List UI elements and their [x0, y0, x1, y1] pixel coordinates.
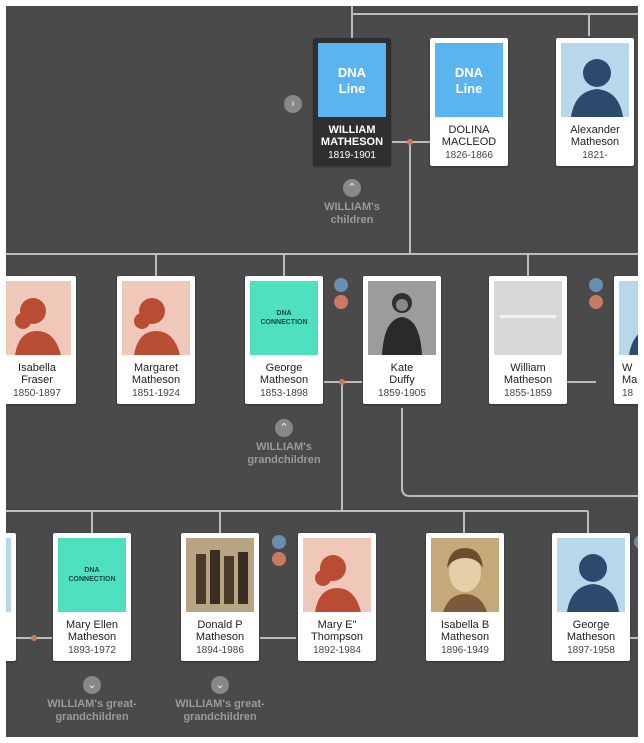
person-years: 1894-1986: [196, 645, 244, 656]
person-name: Isabella Fraser: [18, 362, 56, 386]
female-avatar-icon: [6, 281, 71, 355]
person-years: 18: [622, 388, 634, 399]
person-name: George Matheson: [259, 362, 309, 386]
person-card-isabella-fraser[interactable]: Isabella Fraser 1850-1897: [6, 276, 76, 404]
person-card-partial-left[interactable]: [6, 533, 16, 661]
person-card-margaret-matheson[interactable]: Margaret Matheson 1851-1924: [117, 276, 195, 404]
person-name: Mary E" Thompson: [311, 619, 363, 643]
tree-connector-lines: [6, 6, 638, 641]
person-card-kate-duffy[interactable]: Kate Duffy 1859-1905: [363, 276, 441, 404]
person-years: 1821-: [582, 150, 608, 161]
person-card-william-matheson-1855[interactable]: William Matheson 1855-1859: [489, 276, 567, 404]
photo-donald-p-matheson: [186, 538, 254, 612]
person-card-alexander-matheson[interactable]: Alexander Matheson 1821-: [556, 38, 634, 166]
person-name: DOLINA MACLEOD: [441, 124, 497, 148]
family-tree-canvas[interactable]: › DNA Line WILLIAM MATHESON 1819-1901 DN…: [6, 6, 638, 737]
male-avatar-icon: [619, 281, 638, 355]
person-years: 1853-1898: [260, 388, 308, 399]
great-grandchildren-toggle-label[interactable]: WILLIAM's great- grandchildren: [175, 698, 265, 723]
person-name: Donald P Matheson: [195, 619, 245, 643]
dna-connection-badge: DNA CONNECTION: [250, 281, 318, 355]
person-years: 1826-1866: [445, 150, 493, 161]
person-name: W Ma: [622, 362, 638, 386]
person-years: 1851-1924: [132, 388, 180, 399]
person-years: 1897-1958: [567, 645, 615, 656]
person-name: Kate Duffy: [389, 362, 415, 386]
female-avatar-icon: [303, 538, 371, 612]
dna-connection-badge: DNA CONNECTION: [58, 538, 126, 612]
chevron-up-icon: ⌃: [347, 182, 357, 194]
person-card-william-matheson[interactable]: DNA Line WILLIAM MATHESON 1819-1901: [313, 38, 391, 166]
person-years: 1855-1859: [504, 388, 552, 399]
expand-great-grandchildren-button[interactable]: ⌄: [211, 676, 229, 694]
grandchildren-toggle-label[interactable]: WILLIAM's grandchildren: [247, 441, 321, 466]
children-toggle-label[interactable]: WILLIAM's children: [324, 201, 380, 226]
dna-line-badge: DNA Line: [435, 43, 503, 117]
male-avatar-icon: [561, 43, 629, 117]
person-name: WILLIAM MATHESON: [320, 124, 384, 148]
person-name: Alexander Matheson: [570, 124, 620, 148]
male-avatar-icon: [6, 538, 11, 612]
parents-pin-icon[interactable]: [334, 278, 350, 312]
female-avatar-icon: [122, 281, 190, 355]
photo-placeholder: [494, 281, 562, 355]
person-card-isabella-b-matheson[interactable]: Isabella B Matheson 1896-1949: [426, 533, 504, 661]
person-name: Margaret Matheson: [131, 362, 181, 386]
chevron-down-icon: ⌄: [87, 679, 97, 691]
person-card-donald-p-matheson[interactable]: Donald P Matheson 1894-1986: [181, 533, 259, 661]
collapse-children-button[interactable]: ⌃: [343, 179, 361, 197]
chevron-right-icon: ›: [291, 98, 295, 110]
person-card-partial-right[interactable]: W Ma 18: [614, 276, 638, 404]
collapse-grandchildren-button[interactable]: ⌃: [275, 419, 293, 437]
person-name: George Matheson: [566, 619, 616, 643]
parents-pin-icon[interactable]: [589, 278, 605, 312]
chevron-down-icon: ⌄: [215, 679, 225, 691]
person-card-mary-e-thompson[interactable]: Mary E" Thompson 1892-1984: [298, 533, 376, 661]
person-card-george-matheson-1897[interactable]: George Matheson 1897-1958: [552, 533, 630, 661]
photo-isabella-b-matheson: [431, 538, 499, 612]
person-years: 1819-1901: [328, 150, 376, 161]
person-name: Isabella B Matheson: [440, 619, 490, 643]
person-card-mary-ellen-matheson[interactable]: DNA CONNECTION Mary Ellen Matheson 1893-…: [53, 533, 131, 661]
parents-pin-icon[interactable]: [272, 535, 288, 569]
person-years: 1893-1972: [68, 645, 116, 656]
dna-line-badge: DNA Line: [318, 43, 386, 117]
person-name: Mary Ellen Matheson: [66, 619, 118, 643]
person-years: 1892-1984: [313, 645, 361, 656]
parents-pin-icon[interactable]: [634, 535, 638, 569]
chevron-up-icon: ⌃: [279, 422, 289, 434]
person-years: 1896-1949: [441, 645, 489, 656]
photo-kate-duffy: [368, 281, 436, 355]
expand-great-grandchildren-button[interactable]: ⌄: [83, 676, 101, 694]
expand-parents-button[interactable]: ›: [284, 95, 302, 113]
person-years: 1850-1897: [13, 388, 61, 399]
person-years: 1859-1905: [378, 388, 426, 399]
male-avatar-icon: [557, 538, 625, 612]
person-card-george-matheson[interactable]: DNA CONNECTION George Matheson 1853-1898: [245, 276, 323, 404]
person-card-dolina-macleod[interactable]: DNA Line DOLINA MACLEOD 1826-1866: [430, 38, 508, 166]
great-grandchildren-toggle-label[interactable]: WILLIAM's great- grandchildren: [47, 698, 137, 723]
person-name: William Matheson: [503, 362, 553, 386]
